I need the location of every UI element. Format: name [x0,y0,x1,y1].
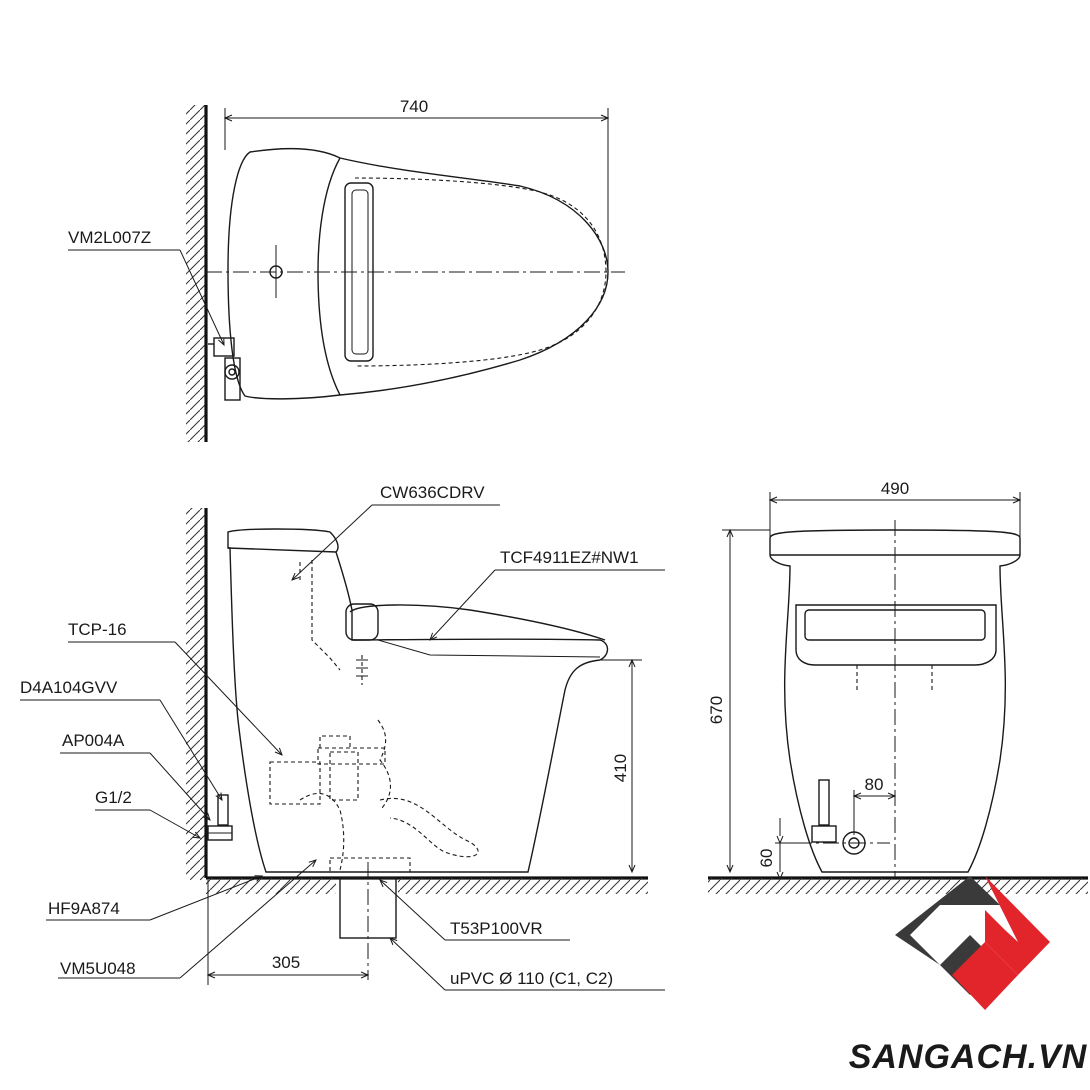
label-upvc-pipe: uPVC Ø 110 (C1, C2) [450,969,613,988]
label-g1-2: G1/2 [95,788,132,807]
top-view: 740 VM2L007Z [68,97,625,442]
seat-lid-top [354,177,607,367]
dim-410: 410 [611,754,630,782]
label-vm2l007z: VM2L007Z [68,228,151,247]
label-d4a104gvv: D4A104GVV [20,678,118,697]
toilet-front-outline [769,529,1021,873]
logo-g-bottom [952,942,1018,1010]
dim-80: 80 [865,775,884,794]
side-view: 410 305 CW636CDRV TCF4911EZ#NW1 TCP-16 D… [20,483,665,991]
label-tcf4911ez: TCF4911EZ#NW1 [500,548,639,567]
toilet-top-outline [227,147,609,400]
label-ap004a: AP004A [62,731,125,750]
brand-logo: SANGACH.VN [849,876,1088,1076]
supply-valve-side [217,794,229,826]
seat-front [795,604,997,666]
dim-60: 60 [757,849,776,868]
label-cw636cdrv: CW636CDRV [380,483,485,502]
toilet-side-outline [227,528,609,873]
wall-hatch-top [186,105,206,442]
tank-seam-top [317,157,341,396]
label-hf9a874: HF9A874 [48,899,120,918]
dim-305: 305 [272,953,300,972]
seat-lid-side [349,604,606,641]
label-t53p100vr: T53P100VR [450,919,543,938]
label-vm5u048: VM5U048 [60,959,136,978]
logo-g-shape [985,876,1050,975]
dim-670: 670 [707,696,726,724]
dim-490: 490 [881,479,909,498]
brand-text: SANGACH.VN [849,1038,1088,1076]
dim-740: 740 [400,97,428,116]
wall-hatch-side [186,508,206,880]
front-view: 490 670 80 60 [707,479,1088,894]
supply-valve-front [818,779,830,826]
label-tcp-16: TCP-16 [68,620,127,639]
